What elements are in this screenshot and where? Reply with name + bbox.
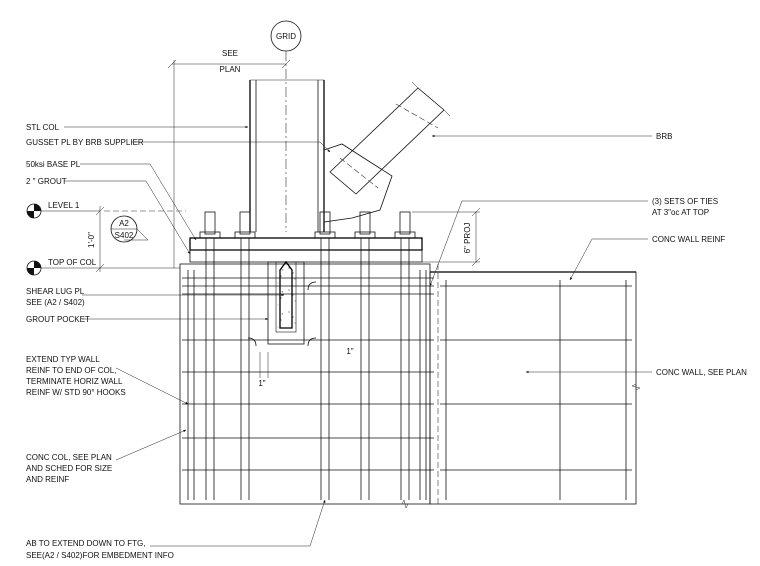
left-callouts: STL COL GUSSET PL BY BRB SUPPLIER 50ksi …: [26, 123, 331, 560]
steel-column: [249, 79, 325, 232]
grout-label: 2 " GROUT: [26, 177, 67, 186]
plan-text: PLAN: [220, 65, 241, 74]
offset-text-2: 1": [346, 347, 353, 356]
grid-label: GRID: [276, 32, 296, 41]
ties-label-1: (3) SETS OF TIES: [652, 197, 718, 206]
ties-label-2: AT 3"oc AT TOP: [652, 208, 709, 217]
projection-text: 6" PROJ: [463, 223, 472, 254]
extend-label-2: REINF TO END OF COL,: [26, 366, 116, 375]
section-tag-top: A2: [119, 219, 129, 228]
shear-lug-plate: [279, 260, 293, 329]
offset-text: 1": [258, 379, 265, 388]
extend-label-1: EXTEND TYP WALL: [26, 355, 100, 364]
column-vertical-bars: [187, 238, 427, 500]
projection-dimension: 6" PROJ: [412, 207, 481, 267]
level-1-label: LEVEL 1: [48, 201, 80, 210]
see-plan-dimension: SEE PLAN: [167, 49, 291, 268]
ab-label-1: AB TO EXTEND DOWN TO FTG,: [26, 539, 145, 548]
level-1-marker: LEVEL 1: [26, 201, 186, 219]
height-dimension-text: 1'-0": [87, 232, 96, 248]
anchor-rods-top: [199, 211, 416, 239]
wall-reinforcing: [440, 280, 632, 500]
extend-label-3: TERMINATE HORIZ WALL: [26, 377, 123, 386]
top-of-col-label: TOP OF COL: [48, 258, 97, 267]
conc-col-label-3: AND REINF: [26, 475, 69, 484]
right-callouts: BRB (3) SETS OF TIES AT 3"oc AT TOP CONC…: [429, 132, 747, 377]
concrete-column: [179, 263, 431, 505]
grid-bubble: GRID: [270, 20, 302, 52]
base-plate: [189, 237, 423, 251]
shear-lug-label-2: SEE (A2 / S402): [26, 298, 85, 307]
height-dimension: 1'-0": [87, 206, 105, 273]
break-lines: [401, 383, 641, 509]
gusset-label: GUSSET PL BY BRB SUPPLIER: [26, 138, 144, 147]
ab-label-2: SEE(A2 / S402)FOR EMBEDMENT INFO: [26, 551, 174, 560]
stl-col-label: STL COL: [26, 123, 60, 132]
grout-layer: [189, 249, 423, 263]
column-ties: [182, 277, 434, 471]
conc-wall-label: CONC WALL, SEE PLAN: [656, 368, 747, 377]
grout-pocket-label: GROUT POCKET: [26, 315, 90, 324]
grout-pocket: [267, 260, 305, 345]
offset-dimension: 1" 1": [258, 347, 353, 388]
base-pl-label: 50ksi BASE PL: [26, 160, 81, 169]
conc-col-label-2: AND SCHED FOR SIZE: [26, 464, 112, 473]
gusset-plate: [323, 143, 393, 223]
top-of-col-marker: TOP OF COL: [26, 258, 180, 276]
concrete-wall: [429, 271, 637, 505]
wall-reinf-label: CONC WALL REINF: [652, 235, 725, 244]
extend-label-4: REINF W/ STD 90° HOOKS: [26, 388, 126, 397]
shear-lug-label-1: SHEAR LUG PL: [26, 287, 85, 296]
section-tag: A2 S402: [110, 215, 149, 243]
brb-brace: [329, 81, 451, 195]
brb-label: BRB: [656, 132, 672, 141]
see-text: SEE: [222, 49, 238, 58]
section-tag-bottom: S402: [115, 231, 134, 240]
rebar-hooks: [247, 281, 317, 347]
conc-col-label-1: CONC COL, SEE PLAN: [26, 453, 112, 462]
